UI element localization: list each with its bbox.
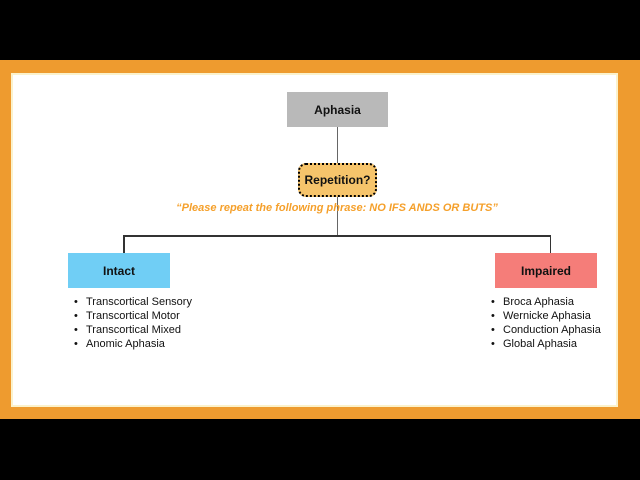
branch-node-intact-label: Intact	[102, 263, 135, 278]
list-item: Transcortical Motor	[71, 309, 192, 323]
list-item: Wernicke Aphasia	[488, 309, 601, 323]
instruction-quote: “Please repeat the following phrase: NO …	[176, 202, 498, 214]
branch-drop-right	[549, 235, 551, 253]
list-item: Broca Aphasia	[488, 295, 601, 309]
decision-node-label: Repetition?	[304, 173, 371, 187]
root-node-aphasia: Aphasia	[287, 92, 388, 127]
branch-node-intact: Intact	[68, 253, 170, 288]
list-item: Conduction Aphasia	[488, 323, 601, 337]
branch-node-impaired: Impaired	[495, 253, 597, 288]
root-node-label: Aphasia	[314, 102, 361, 117]
impaired-aphasia-list: Broca Aphasia Wernicke Aphasia Conductio…	[488, 295, 601, 351]
decision-node-repetition: Repetition?	[298, 163, 377, 197]
intact-aphasia-list: Transcortical Sensory Transcortical Moto…	[71, 295, 192, 351]
branch-horizontal-line	[123, 235, 551, 237]
connector-root-to-decision	[337, 127, 338, 163]
list-item: Transcortical Mixed	[71, 323, 192, 337]
branch-node-impaired-label: Impaired	[520, 263, 571, 278]
connector-decision-to-branches	[337, 197, 338, 235]
list-item: Global Aphasia	[488, 337, 601, 351]
list-item: Anomic Aphasia	[71, 337, 192, 351]
list-item: Transcortical Sensory	[71, 295, 192, 309]
branch-drop-left	[123, 235, 125, 253]
